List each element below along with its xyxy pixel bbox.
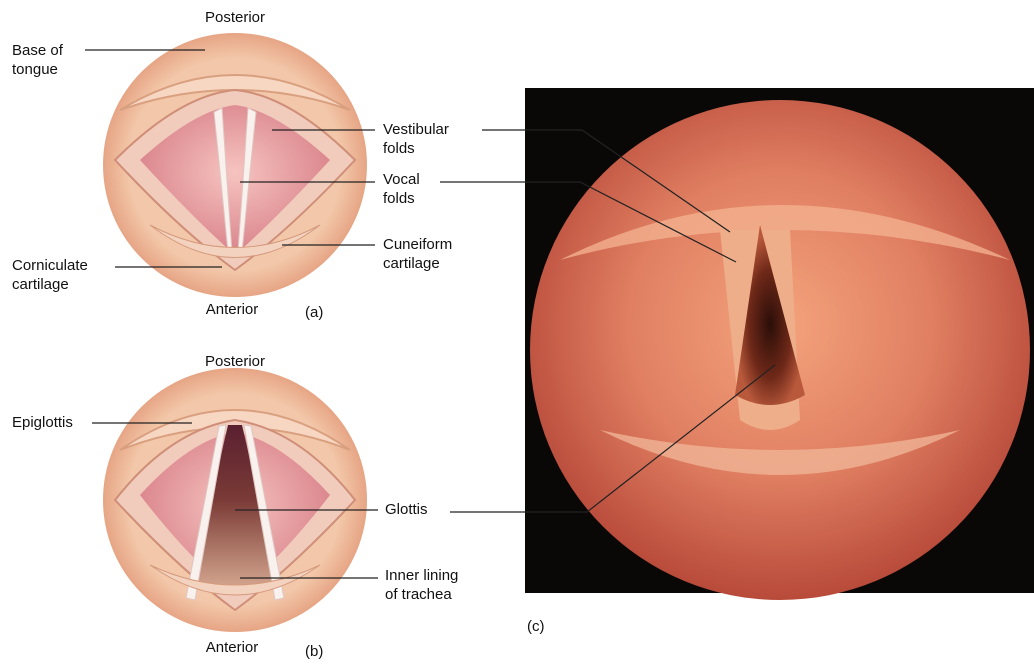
label-a-posterior: Posterior [205, 8, 265, 27]
panel-c-caption: (c) [527, 617, 545, 636]
label-b-anterior: Anterior [206, 638, 259, 657]
label-cuneiform-cartilage: Cuneiform cartilage [383, 235, 452, 273]
panel-b-caption: (b) [305, 642, 323, 661]
label-epiglottis: Epiglottis [12, 413, 73, 432]
label-b-posterior: Posterior [205, 352, 265, 371]
label-corniculate-cartilage: Corniculate cartilage [12, 256, 88, 294]
label-a-anterior: Anterior [206, 300, 259, 319]
panel-a-caption: (a) [305, 303, 323, 322]
label-a-vestibular-folds: Vestibular folds [383, 120, 449, 158]
label-a-vocal-folds: Vocal folds [383, 170, 420, 208]
label-glottis: Glottis [385, 500, 428, 519]
panel-c-photograph [525, 88, 1034, 600]
panel-b-illustration [103, 368, 367, 632]
label-base-of-tongue: Base of tongue [12, 41, 63, 79]
panel-a-illustration [103, 33, 367, 297]
label-inner-lining-of-trachea: Inner lining of trachea [385, 566, 458, 604]
